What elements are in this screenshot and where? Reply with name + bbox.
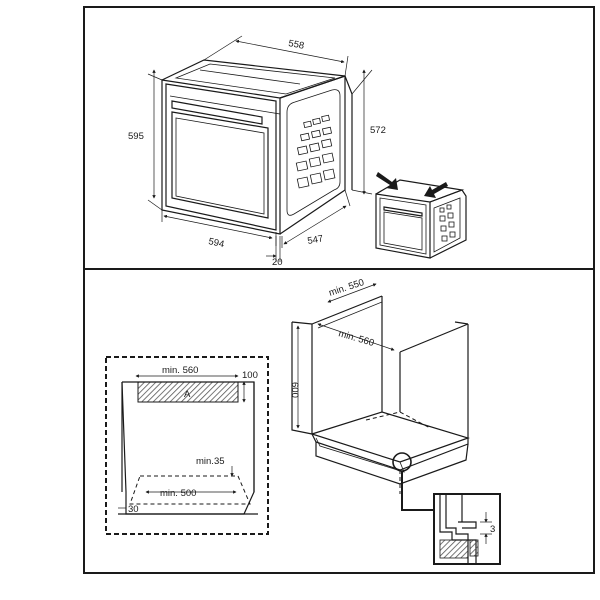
- label-cabinet-min-width: min. 560: [337, 328, 375, 349]
- dimension-572: 572: [351, 69, 386, 195]
- label-594: 594: [207, 236, 225, 250]
- oven-small: [375, 172, 467, 259]
- oven-front: [161, 79, 281, 235]
- dimension-595: 595: [128, 69, 163, 211]
- detail-box: 3: [433, 493, 501, 565]
- label-20: 20: [272, 257, 283, 268]
- label-plan-offset: 30: [128, 504, 139, 515]
- dimension-547: 547: [281, 189, 351, 248]
- area-a-label: A: [184, 389, 191, 400]
- label-595: 595: [128, 131, 144, 142]
- label-558: 558: [287, 38, 305, 52]
- area-a: [137, 381, 239, 403]
- label-plan-min-width: min. 560: [162, 365, 198, 376]
- label-547: 547: [307, 233, 325, 247]
- label-cabinet-min-depth: min. 550: [328, 277, 366, 299]
- label-detail-gap: 3: [490, 524, 495, 535]
- grip-arrow-left-icon: [376, 172, 398, 190]
- oven-side: [279, 75, 346, 235]
- plan-view: A min. 560 100 min.35 min. 500 30: [105, 356, 269, 535]
- top-panel-frame: [83, 6, 595, 270]
- label-plan-min-gap: min.35: [196, 456, 225, 467]
- dimension-594: 594: [161, 210, 277, 250]
- vent-slots: [295, 114, 336, 189]
- label-cabinet-height: 600: [289, 382, 300, 398]
- bottom-panel-frame: [83, 268, 595, 574]
- label-572: 572: [370, 125, 386, 136]
- oven-top: [161, 59, 353, 190]
- small-vent-slots: [439, 204, 456, 242]
- grip-arrow-right-icon: [424, 182, 448, 198]
- label-plan-min-bottom: min. 500: [160, 488, 196, 499]
- label-plan-depth: 100: [242, 370, 258, 381]
- dimension-20: 20: [266, 236, 283, 268]
- cabinet-view: min. 550 min. 560 600: [289, 277, 470, 511]
- detail-magnifier-icon: [392, 452, 412, 472]
- dimension-558: 558: [203, 35, 349, 77]
